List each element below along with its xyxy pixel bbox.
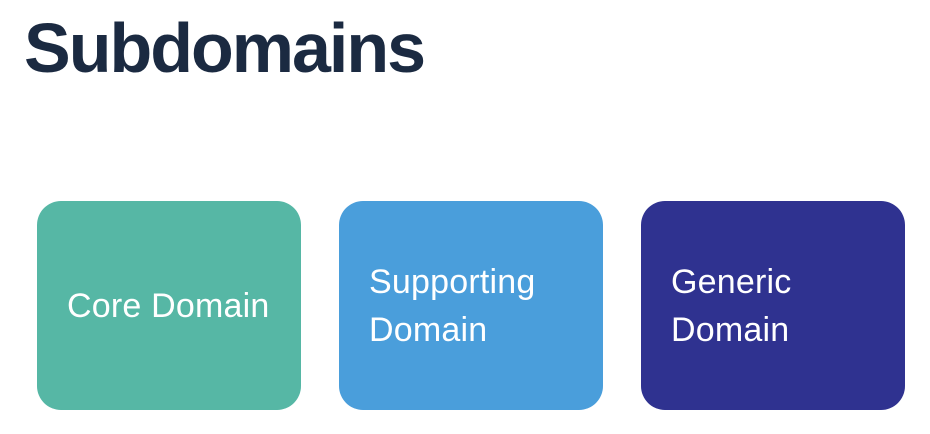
card-core-domain: Core Domain	[37, 201, 301, 410]
card-supporting-domain-label: Supporting Domain	[369, 262, 536, 349]
card-generic-domain: Generic Domain	[641, 201, 905, 410]
card-generic-domain-label: Generic Domain	[671, 262, 792, 349]
card-supporting-domain: Supporting Domain	[339, 201, 603, 410]
page-title: Subdomains	[24, 9, 426, 87]
subdomain-cards-row: Core Domain Supporting Domain Generic Do…	[37, 201, 905, 410]
card-core-domain-label: Core Domain	[67, 286, 270, 325]
